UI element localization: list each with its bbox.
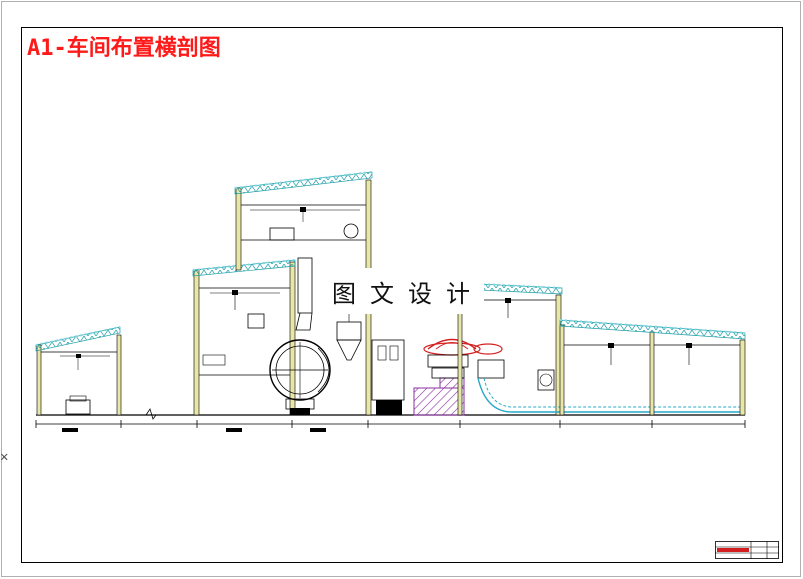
spherical-reactor (269, 339, 331, 415)
title-block (715, 541, 779, 559)
drawing-frame (21, 27, 783, 563)
bay-left-low (35, 326, 122, 416)
conveyor-belt (477, 377, 745, 413)
bay-mid-right (457, 282, 563, 416)
red-press (423, 338, 503, 379)
equipment-column (371, 339, 405, 415)
dimension-line (35, 420, 746, 432)
bay-right-low (559, 319, 746, 416)
watermark-text: 图文设计 (318, 268, 484, 314)
drawing-title: A1-车间布置横剖图 (27, 36, 221, 61)
cross-mark-icon: ✕ (0, 449, 9, 465)
hatched-foundation (413, 377, 465, 416)
bay-mid-left (192, 259, 296, 416)
